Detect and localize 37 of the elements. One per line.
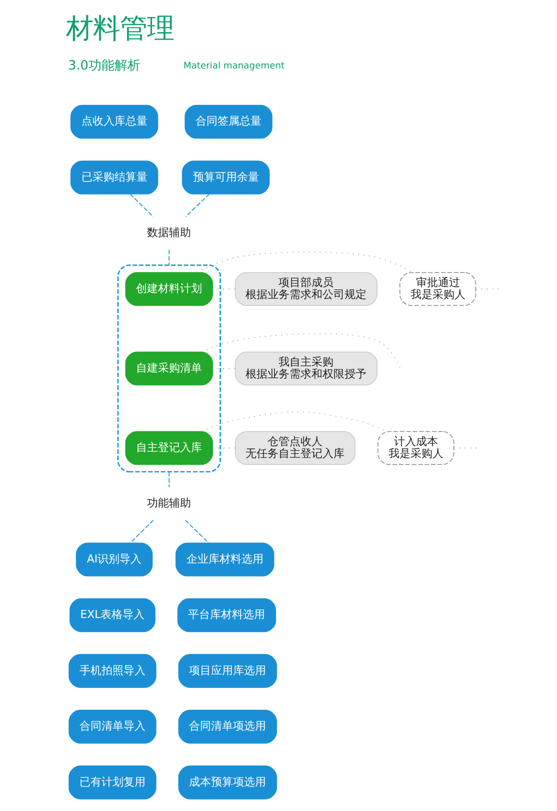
node-box: 项目应用库选用 bbox=[178, 654, 277, 688]
node-box: 我自主采购 根据业务需求和权限授予 bbox=[234, 352, 378, 386]
node-box: 合同清单项选用 bbox=[178, 710, 277, 744]
node-box: 已采购结算量 bbox=[70, 160, 158, 194]
connector bbox=[130, 194, 154, 218]
node-box: 企业库材料选用 bbox=[176, 542, 274, 576]
connector bbox=[184, 520, 210, 544]
node-box: 已有计划复用 bbox=[68, 766, 156, 800]
node-box: 创建材料计划 bbox=[125, 272, 213, 306]
node-box: 点收入库总量 bbox=[70, 104, 158, 139]
connector bbox=[168, 249, 170, 266]
node-box: AI识别导入 bbox=[76, 542, 153, 576]
node-box: 自主登记入库 bbox=[125, 431, 213, 465]
connector bbox=[200, 411, 387, 432]
node-box: 仓管点收人 无任务自主登记入库 bbox=[234, 431, 356, 465]
connector bbox=[200, 333, 401, 368]
diagram-title: 材料管理 bbox=[66, 14, 174, 45]
node-text: 功能辅助 bbox=[147, 496, 192, 510]
node-box: 平台库材料选用 bbox=[177, 598, 276, 632]
label: 3.0功能解析 bbox=[68, 58, 140, 74]
node-box: 计入成本 我是采购人 bbox=[377, 431, 454, 465]
node-box: 审批通过 我是采购人 bbox=[399, 272, 476, 306]
node-box: EXL表格导入 bbox=[70, 598, 156, 632]
connector bbox=[130, 520, 154, 544]
label: Material management bbox=[183, 61, 285, 72]
node-text: 数据辅助 bbox=[147, 226, 192, 240]
node-box: 预算可用余量 bbox=[182, 160, 270, 194]
connector bbox=[168, 471, 170, 488]
node-box: 合同签属总量 bbox=[184, 104, 272, 139]
node-box: 成本预算项选用 bbox=[178, 766, 277, 800]
node-box: 自建采购清单 bbox=[125, 352, 213, 386]
connector bbox=[185, 194, 210, 218]
connector bbox=[196, 252, 414, 273]
cluster bbox=[117, 264, 221, 472]
node-box: 手机拍照导入 bbox=[68, 654, 156, 688]
node-box: 项目部成员 根据业务需求和公司规定 bbox=[234, 272, 378, 306]
node-box: 合同清单导入 bbox=[68, 710, 156, 744]
